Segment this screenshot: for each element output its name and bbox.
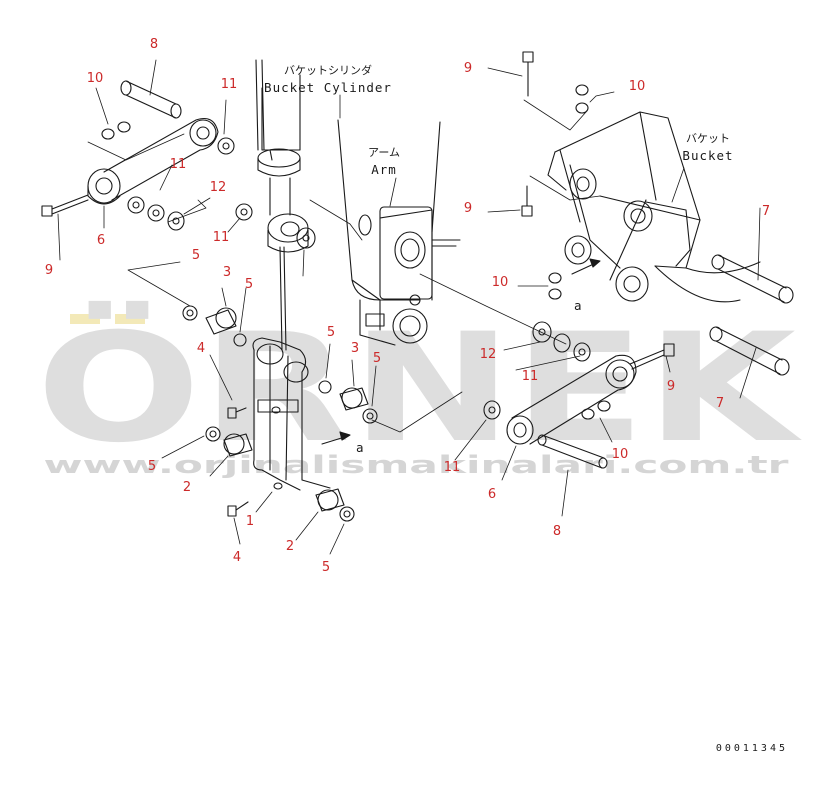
line-art xyxy=(41,51,794,555)
watermark: ÖRNEK www.orjinalismakinalari.com.tr xyxy=(36,300,802,479)
label-bucket-cylinder-en: Bucket Cylinder xyxy=(264,80,392,95)
callout-number: 11 xyxy=(170,157,187,172)
watermark-accent-right xyxy=(115,314,145,324)
callout-number: 5 xyxy=(373,351,381,366)
label-arm-jp: アーム xyxy=(368,146,400,159)
component-labels: バケットシリンダ Bucket Cylinder アーム Arm バケット Bu… xyxy=(264,63,733,455)
link-h-frame xyxy=(182,305,378,522)
callout-numbers: 8 10 11 11 12 11 5 9 6 3 5 4 5 2 1 4 2 5… xyxy=(45,37,770,575)
callout-number: 5 xyxy=(327,325,335,340)
view-arrows xyxy=(321,258,601,445)
label-bucket-en: Bucket xyxy=(682,148,733,163)
upper-right-fasteners xyxy=(521,51,589,300)
watermark-brand: ÖRNEK xyxy=(36,300,802,476)
link-lower-right xyxy=(483,321,675,469)
callout-number: 11 xyxy=(522,369,539,384)
label-bucket-cylinder-jp: バケットシリンダ xyxy=(284,63,372,77)
callout-number: 3 xyxy=(223,265,231,280)
callout-number: 11 xyxy=(444,460,461,475)
view-mark-a-left: a xyxy=(356,440,365,455)
watermark-accent-left xyxy=(70,314,100,324)
callout-number: 9 xyxy=(464,201,472,216)
callout-number: 2 xyxy=(183,480,191,495)
arm xyxy=(337,119,461,346)
callout-number: 10 xyxy=(629,79,646,94)
callout-number: 6 xyxy=(97,233,105,248)
callout-number: 7 xyxy=(716,396,724,411)
callout-number: 8 xyxy=(150,37,158,52)
callout-number: 9 xyxy=(464,61,472,76)
view-mark-a-right: a xyxy=(574,298,583,313)
callout-number: 10 xyxy=(612,447,629,462)
callout-number: 3 xyxy=(351,341,359,356)
label-bucket-jp: バケット xyxy=(686,132,730,145)
callout-number: 9 xyxy=(45,263,53,278)
bucket-pins xyxy=(709,254,794,376)
callout-number: 2 xyxy=(286,539,294,554)
callout-number: 12 xyxy=(480,347,497,362)
callout-number: 10 xyxy=(87,71,104,86)
callout-number: 5 xyxy=(192,248,200,263)
callout-number: 5 xyxy=(245,277,253,292)
watermark-url: www.orjinalismakinalari.com.tr xyxy=(44,451,789,479)
bucket xyxy=(547,111,761,303)
callout-number: 9 xyxy=(667,379,675,394)
callout-number: 5 xyxy=(148,459,156,474)
callout-number: 6 xyxy=(488,487,496,502)
callout-number: 7 xyxy=(762,204,770,219)
document-number: 00011345 xyxy=(716,743,788,754)
leader-lines xyxy=(57,59,761,555)
label-arm-en: Arm xyxy=(371,162,397,177)
callout-number: 4 xyxy=(233,550,241,565)
callout-number: 8 xyxy=(553,524,561,539)
callout-number: 4 xyxy=(197,341,205,356)
callout-number: 11 xyxy=(221,77,238,92)
link-upper-left xyxy=(41,80,316,249)
callout-number: 11 xyxy=(213,230,230,245)
callout-number: 5 xyxy=(322,560,330,575)
callout-number: 1 xyxy=(246,514,254,529)
callout-number: 12 xyxy=(210,180,227,195)
callout-number: 10 xyxy=(492,275,509,290)
